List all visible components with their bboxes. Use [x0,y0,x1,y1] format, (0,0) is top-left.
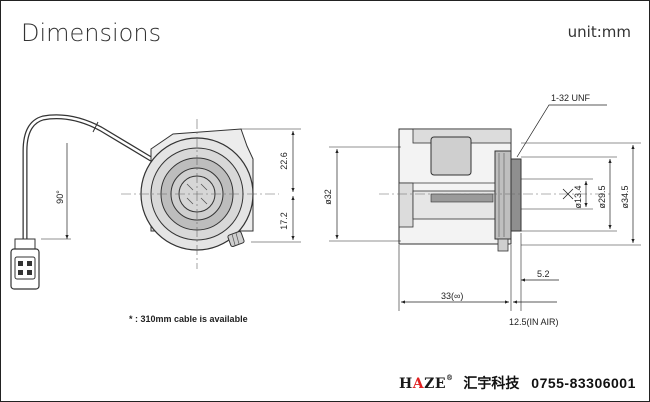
brand-registered-mark: ® [446,373,454,382]
unit-label: unit:mm [567,23,631,41]
dim-phi-34-5: ø34.5 [620,185,630,208]
adjust-knob [227,231,245,247]
dim-phi-29-5: ø29.5 [597,185,607,208]
brand-logo: HAZE® [399,373,454,392]
phone-number: 0755-83306001 [531,375,636,391]
thread-label: 1-32 UNF [551,93,591,103]
dim-5-2: 5.2 [537,269,550,279]
company-name: 汇宇科技 [463,375,520,391]
dim-12-5-in-air: 12.5(IN AIR) [509,317,559,327]
brand-letters-ze: ZE [424,376,446,392]
dim-90-degrees: 90° [55,190,65,204]
dim-phi-13-4: ø13.4 [573,185,583,208]
connector [10,238,40,290]
cable [22,114,154,244]
footer: HAZE® 汇宇科技 0755-83306001 [399,373,636,393]
brand-letter-h: H [399,376,413,392]
side-view: ø32 ø13.4 ø29.5 ø34.5 1-32 UNF [323,93,641,327]
dim-phi-32: ø32 [323,189,333,205]
dim-22-6: 22.6 [279,152,289,170]
brand-letter-a: A [412,376,425,392]
page-title: Dimensions [21,19,162,47]
dim-33: 33(∞) [441,291,463,301]
cable-note: * : 310mm cable is available [129,314,248,324]
dim-17-2: 17.2 [279,212,289,230]
front-view: 22.6 17.2 90° [10,114,301,290]
